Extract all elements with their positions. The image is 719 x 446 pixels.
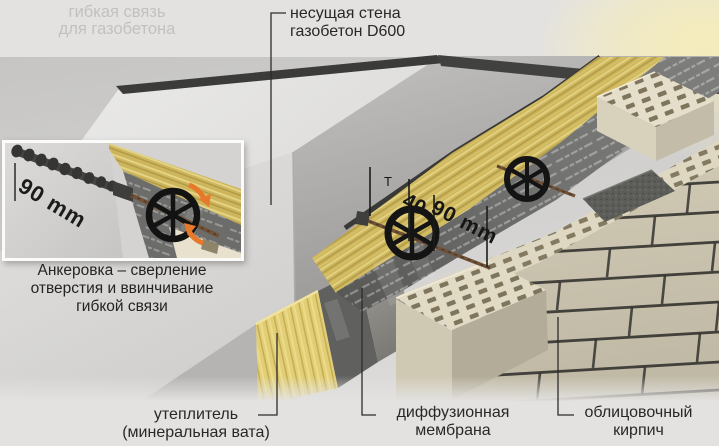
product-watermark: гибкая связь для газобетона — [37, 4, 197, 37]
caption-line1: Анкеровка – сверление — [37, 262, 207, 279]
leader-wall-label — [270, 12, 286, 205]
anchoring-inset: 90 mm — [2, 140, 244, 261]
brick-label-line1: облицовочный — [584, 404, 693, 421]
facing-brick-label: облицовочный кирпич — [566, 404, 711, 439]
membrane-label-line1: диффузионная — [396, 404, 510, 421]
insulation-label-line1: утеплитель — [153, 406, 239, 423]
dimension-ticks — [369, 167, 488, 267]
perforated-brick-front — [395, 260, 548, 402]
retainer-disc — [384, 205, 440, 261]
flexible-tie-anchor-1 — [354, 205, 491, 270]
insulation-label: утеплитель (минеральная вата) — [97, 406, 295, 441]
perforated-brick-top-right — [596, 71, 714, 161]
screw-tie — [11, 144, 220, 238]
wall-label-line1: несущая стена — [290, 5, 401, 22]
inset-caption: Анкеровка – сверление отверстия и ввинчи… — [4, 262, 240, 316]
anchoring-closeup-illustration — [5, 143, 241, 258]
leader-lines — [258, 12, 574, 416]
caption-line3: гибкой связи — [76, 298, 168, 315]
watermark-line1: гибкая связь — [68, 3, 166, 21]
leader-insulation — [258, 333, 278, 416]
concrete-closeup — [5, 143, 123, 258]
brick-label-line2: кирпич — [613, 421, 664, 439]
mortar-strip-back — [116, 55, 444, 94]
membrane-label-line2: мембрана — [415, 421, 491, 439]
bearing-wall-label: несущая стена газобетон D600 — [290, 5, 405, 40]
membrane-label: диффузионная мембрана — [378, 404, 528, 439]
leader-membrane — [361, 288, 376, 416]
retainer-disc — [504, 156, 550, 202]
watermark-line2: для газобетона — [58, 19, 176, 38]
photo-fade — [0, 376, 719, 406]
caption-line2: отверстия и ввинчивание — [30, 280, 214, 297]
dimension-tick-label: T — [384, 174, 392, 189]
wall-label-line2: газобетон D600 — [290, 22, 406, 40]
retainer-disc-closeup — [145, 187, 201, 243]
mortar-bed — [582, 169, 675, 222]
insulation-label-line2: (минеральная вата) — [122, 423, 270, 441]
leader-brick — [557, 317, 574, 416]
flexible-tie-anchor-2 — [496, 156, 576, 202]
rotation-arrows-icon — [184, 182, 211, 246]
facing-brick-veneer — [395, 71, 719, 402]
